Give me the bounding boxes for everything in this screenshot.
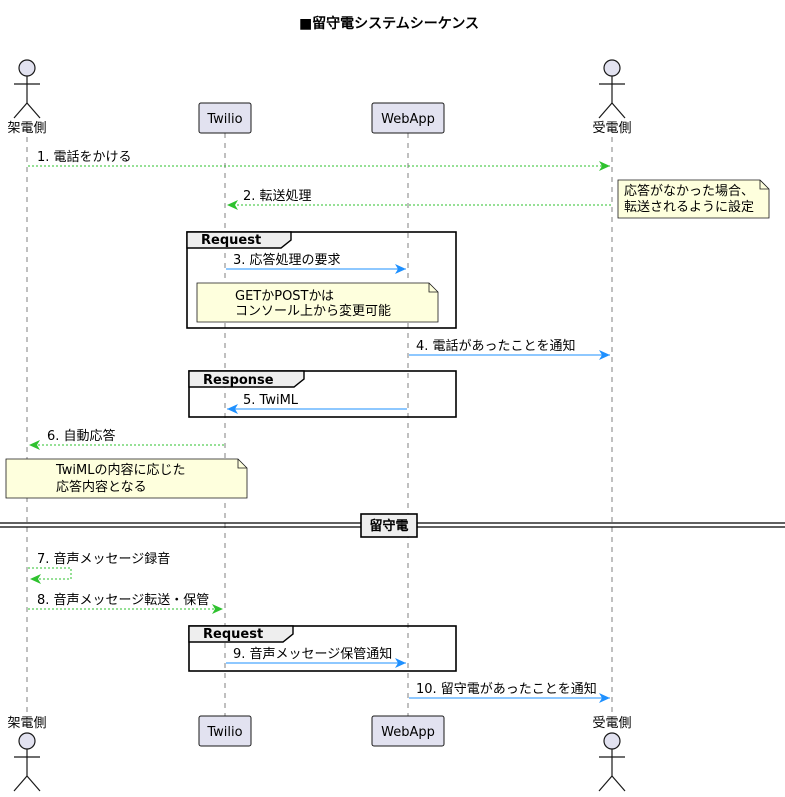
note-http-method-line-2: コンソール上から変更可能 [235,303,391,319]
participant-twilio-bottom-label: Twilio [206,725,242,740]
participant-twilio-top: Twilio [198,102,252,134]
note-twiml: TwiMLの内容に応じた 応答内容となる [5,458,248,499]
frame-response-label: Response [203,373,274,388]
frame-response: Response [188,370,457,418]
frame-request-2-label: Request [203,627,263,642]
arrow-msg-7 [28,567,72,584]
frame-request-1-label: Request [201,233,261,248]
participant-webapp-bottom: WebApp [371,715,445,747]
participant-webapp-label: WebApp [381,112,435,127]
actor-receiver-bottom: 受電側 [592,716,632,792]
note-twiml-line-1: TwiMLの内容に応じた [55,462,186,478]
msg-1-label: 1. 電話をかける [37,149,132,165]
msg-8-label: 8. 音声メッセージ転送・保管 [37,592,209,608]
note-forwarding: 応答がなかった場合、 転送されるように設定 [617,179,770,219]
frame-request-1: Request [186,231,457,329]
actor-caller-bottom-label: 架電側 [7,716,46,731]
diagram-title: ■留守電システムシーケンス [299,15,479,32]
msg-4-label: 4. 電話があったことを通知 [416,338,576,354]
actor-caller-label: 架電側 [7,121,46,136]
msg-10-label: 10. 留守電があったことを通知 [416,681,597,697]
note-http-method: GETかPOSTかは コンソール上から変更可能 [196,282,439,323]
note-twiml-line-2: 応答内容となる [56,479,147,495]
msg-2-label: 2. 転送処理 [243,189,312,204]
actor-caller-bottom: 架電側 [7,716,47,792]
actor-receiver-label: 受電側 [592,121,631,136]
actor-caller-top: 架電側 [7,59,47,136]
msg-5-label: 5. TwiML [243,393,299,408]
participant-webapp-top: WebApp [371,102,445,134]
note-forwarding-line-2: 転送されるように設定 [624,199,754,215]
msg-3-label: 3. 応答処理の要求 [233,252,341,268]
msg-6-label: 6. 自動応答 [47,428,116,444]
divider-voicemail: 留守電 [0,513,785,538]
note-http-method-line-1: GETかPOSTかは [235,289,334,304]
msg-9-label: 9. 音声メッセージ保管通知 [233,646,392,662]
divider-voicemail-label: 留守電 [369,518,408,534]
participant-webapp-bottom-label: WebApp [381,725,435,740]
participant-twilio-bottom: Twilio [198,715,252,747]
actor-receiver-bottom-label: 受電側 [592,716,631,731]
participant-twilio-label: Twilio [206,112,242,127]
msg-7-label: 7. 音声メッセージ録音 [37,551,170,567]
frame-request-2: Request [188,625,457,672]
note-forwarding-line-1: 応答がなかった場合、 [624,183,754,199]
actor-receiver-top: 受電側 [592,59,632,136]
